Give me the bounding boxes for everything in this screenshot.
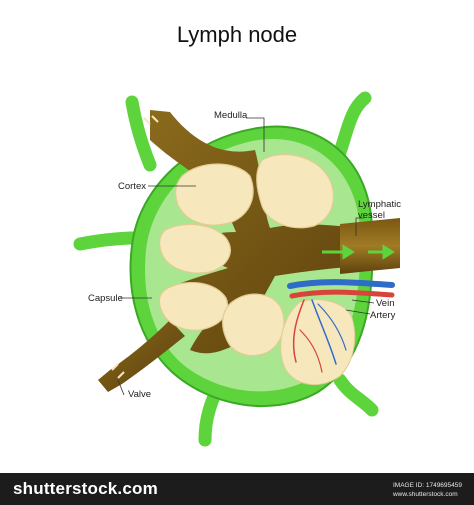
site-url: www.shutterstock.com [392,491,458,498]
image-meta: IMAGE ID: 1749695459 www.shutterstock.co… [393,481,462,499]
valve-marks [111,115,159,379]
blood-vessels [287,279,395,373]
label-vein: Vein [376,298,395,309]
follicles [158,153,335,357]
label-capsule: Capsule [88,293,123,304]
lymphatic-vessel [340,218,400,274]
label-cortex: Cortex [118,181,146,192]
flow-arrows [322,244,395,260]
diagram-title: Lymph node [176,22,298,47]
leader-lines [117,117,375,396]
label-artery: Artery [370,310,396,321]
image-id: IMAGE ID: 1749695459 [392,482,462,489]
footer-bar: shutterstock.com IMAGE ID: 1749695459 ww… [0,473,474,505]
label-medulla: Medulla [214,110,248,121]
lower-channel [98,320,185,392]
label-valve: Valve [128,389,152,400]
diagram-stage: Lymph node Medulla Cortex Lymphatic vess… [73,22,401,447]
label-lymphatic-vessel-line2: vessel [358,210,385,221]
label-lymphatic-vessel-line1: Lymphatic [358,199,401,210]
lymph-node-diagram [73,91,400,447]
brand-logo: shutterstock.com [13,479,158,498]
